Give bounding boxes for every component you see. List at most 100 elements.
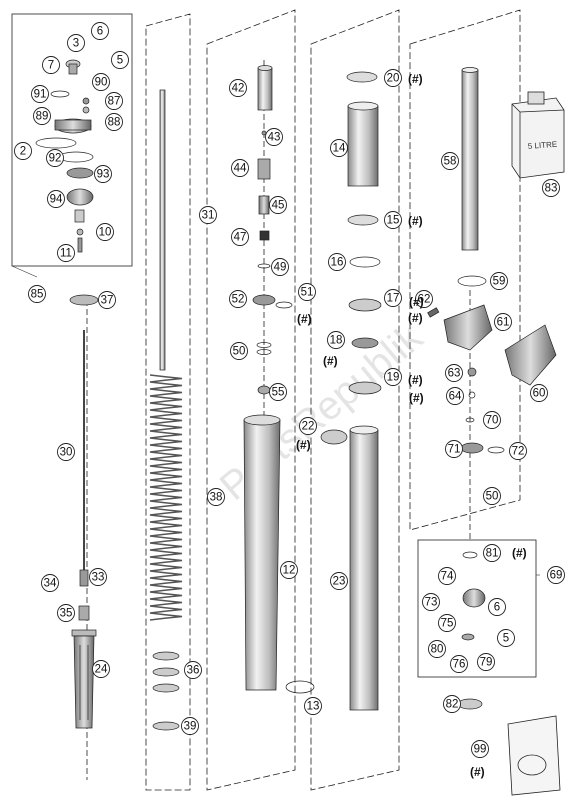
hash-label: (#) [408,214,423,228]
callout-circle [488,598,506,616]
callout-number: 94 [50,194,63,206]
callout-circle [57,244,75,262]
callout-17: 17 [384,289,402,307]
callout-6b: 6 [488,598,506,616]
callout-circle [231,228,249,246]
callout-circle [490,272,508,290]
callout-59: 59 [490,272,508,290]
callout-69: 69 [547,566,565,584]
callout-circle [483,544,501,562]
callout-18: 18 [327,331,345,349]
callout-circle [181,717,199,735]
callout-number: 69 [550,570,563,582]
callout-number: 16 [331,257,344,269]
callout-circle [92,73,110,91]
hash-label: (#) [409,391,424,405]
callout-number: 61 [497,317,510,329]
callout-circle [438,567,456,585]
callout-circle [304,697,322,715]
callout-6a: 6 [91,22,109,40]
hash-label: (#) [296,438,311,452]
callout-circle [105,92,123,110]
callout-87: 87 [105,92,123,110]
callout-92: 92 [46,149,64,167]
callout-2: 2 [14,142,32,160]
callout-14: 14 [330,139,348,157]
callout-number: 20 [387,73,400,85]
callout-81: 81 [483,544,501,562]
callout-number: 60 [533,388,546,400]
callout-82: 82 [443,695,461,713]
callout-number: 73 [425,597,438,609]
callout-22: 22 [299,417,317,435]
callout-99: 99 [471,740,489,758]
callout-circle [199,206,217,224]
callout-circle [330,139,348,157]
callout-38: 38 [207,488,225,506]
hash-label: (#) [323,354,338,368]
hash-label: (#) [408,72,423,86]
callout-circle [450,655,468,673]
callout-circle [547,566,565,584]
callout-number: 22 [302,421,315,433]
callout-number: 62 [418,294,431,306]
callout-number: 39 [184,721,197,733]
callout-number: 6 [494,602,500,614]
callout-circle [445,364,463,382]
callout-number: 75 [441,618,454,630]
callout-circle [422,593,440,611]
callout-number: 3 [73,38,79,50]
callout-71: 71 [445,440,463,458]
callout-circle [483,487,501,505]
spring-column [149,89,183,731]
callout-circle [42,56,60,74]
callout-circle [91,22,109,40]
callout-number: 13 [307,701,320,713]
callout-50b: 50 [483,487,501,505]
callout-number: 85 [31,289,44,301]
callout-number: 35 [60,608,73,620]
callout-circle [542,179,560,197]
callout-circle [31,85,49,103]
callout-91: 91 [31,85,49,103]
callout-75: 75 [438,614,456,632]
callout-circle [471,740,489,758]
hash-label: (#) [297,312,312,326]
oil-can-label: 5 LITRE [528,140,558,151]
callout-circle [265,128,283,146]
callout-80: 80 [428,640,446,658]
callout-number: 49 [274,262,287,274]
outer-tube-parts [243,65,315,694]
callout-10: 10 [96,223,114,241]
callout-circle [33,107,51,125]
callout-44: 44 [231,159,249,177]
callout-number: 88 [108,117,121,129]
callout-62: 62 [415,290,433,308]
callout-64: 64 [446,387,464,405]
callout-circle [330,572,348,590]
callout-55: 55 [269,383,287,401]
callout-23: 23 [330,572,348,590]
callout-number: 42 [232,83,245,95]
callout-circle [530,384,548,402]
callout-13: 13 [304,697,322,715]
callout-number: 82 [446,699,459,711]
callout-circle [483,411,501,429]
callout-number: 91 [34,89,47,101]
hash-label: (#) [408,311,423,325]
callout-42: 42 [229,79,247,97]
callout-76: 76 [450,655,468,673]
callout-72: 72 [509,442,527,460]
callout-circle [230,342,248,360]
callout-circle [57,443,75,461]
callout-number: 55 [272,387,285,399]
callout-85: 85 [28,285,46,303]
callout-number: 83 [545,183,558,195]
callout-circle [428,640,446,658]
callout-circle [328,253,346,271]
hash-labels: (#)(#)(#)(#)(#)(#)(#)(#)(#)(#)(#) [296,72,527,779]
callout-51: 51 [298,283,316,301]
callout-circle [384,69,402,87]
callout-number: 90 [95,77,108,89]
